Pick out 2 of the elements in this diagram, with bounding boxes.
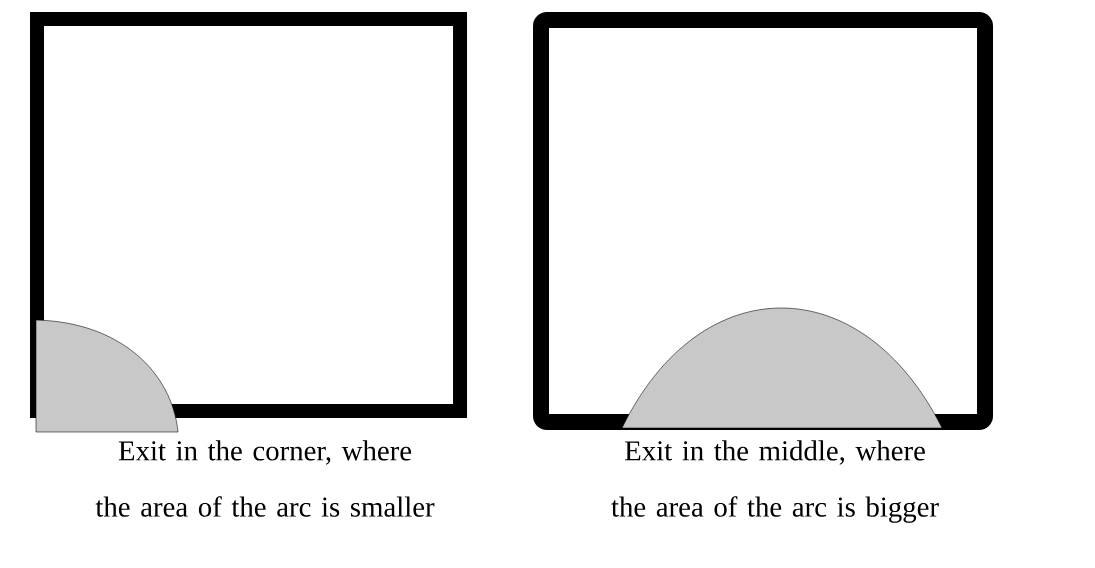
- node-label: Exit in the corner, where the area of the arc is smaller: [95, 440, 435, 517]
- node-label: Exit in the middle, where the area of the arc is bigger: [611, 440, 939, 523]
